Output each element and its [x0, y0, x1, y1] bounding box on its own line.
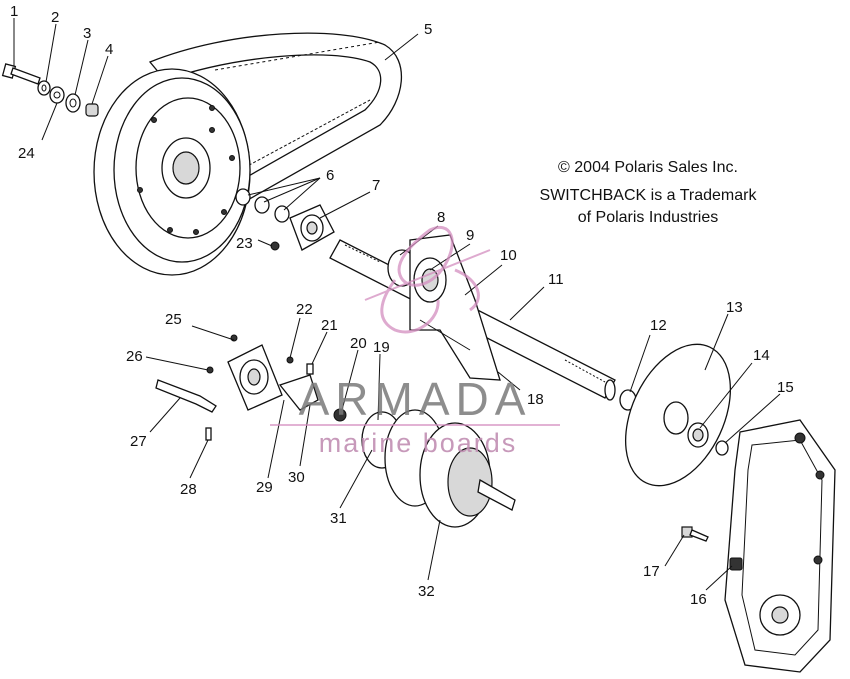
nut-23: [270, 241, 280, 251]
watermark-tagline: marine boards: [319, 428, 518, 458]
callout-numbers: 1 2 3 4 5 6 7 8 9 10 11 12 13 14 15 16 1…: [10, 3, 794, 608]
callout-18: 18: [527, 391, 544, 408]
copyright-line-1: © 2004 Polaris Sales Inc.: [558, 159, 738, 176]
bolt-washer-stack: [1, 63, 99, 117]
callout-19: 19: [373, 339, 390, 356]
callout-8: 8: [437, 209, 445, 226]
callout-3: 3: [83, 25, 91, 42]
callout-4: 4: [105, 41, 113, 58]
callout-16: 16: [690, 591, 707, 608]
callout-6: 6: [326, 167, 334, 184]
chaincase-bolt: [681, 526, 709, 542]
callout-5: 5: [424, 21, 432, 38]
leader-lines: [13, 18, 781, 591]
spacer-washers: [235, 188, 290, 223]
callout-2: 2: [51, 9, 59, 26]
callout-29: 29: [256, 479, 273, 496]
watermark-logo-icon: [364, 226, 491, 334]
callout-21: 21: [321, 317, 338, 334]
callout-25: 25: [165, 311, 182, 328]
callout-9: 9: [466, 227, 474, 244]
chaincase-sprocket-plate: [624, 343, 732, 487]
speed-sensor-flange: [155, 334, 319, 441]
watermark: ARMADA marine boards: [270, 226, 560, 458]
callout-17: 17: [643, 563, 660, 580]
callout-23: 23: [236, 235, 253, 252]
copyright-line-2: SWITCHBACK is a Trademark: [540, 187, 758, 204]
callout-22: 22: [296, 301, 313, 318]
callout-27: 27: [130, 433, 147, 450]
copyright-line-3: of Polaris Industries: [578, 209, 719, 226]
callout-14: 14: [753, 347, 770, 364]
copyright-notice: © 2004 Polaris Sales Inc. SWITCHBACK is …: [540, 159, 758, 226]
callout-10: 10: [500, 247, 517, 264]
callout-15: 15: [777, 379, 794, 396]
callout-20: 20: [350, 335, 367, 352]
driven-clutch: [93, 68, 251, 276]
watermark-brand: ARMADA: [299, 373, 532, 425]
driven-gear-assembly: [333, 408, 516, 528]
callout-30: 30: [288, 469, 305, 486]
callout-12: 12: [650, 317, 667, 334]
callout-28: 28: [180, 481, 197, 498]
callout-32: 32: [418, 583, 435, 600]
callout-11: 11: [548, 271, 564, 288]
callout-13: 13: [726, 299, 743, 316]
chaincase-nut: [729, 557, 743, 571]
callout-1: 1: [10, 3, 18, 20]
bearing-flange-upper: [289, 204, 335, 251]
bearing-and-seal: [687, 422, 729, 456]
chaincase-housing: [724, 419, 836, 673]
drive-belt: [148, 32, 403, 211]
callout-24: 24: [18, 145, 35, 162]
callout-26: 26: [126, 348, 143, 365]
callout-31: 31: [330, 510, 347, 527]
callout-7: 7: [372, 177, 380, 194]
